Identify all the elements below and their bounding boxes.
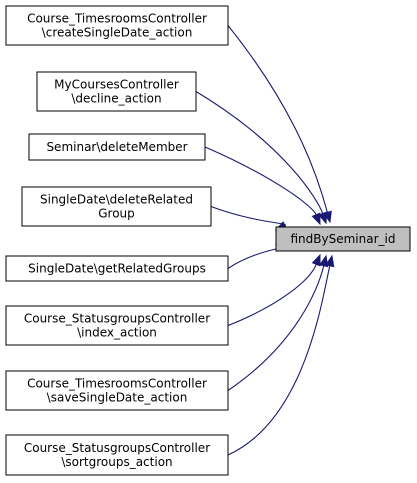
edge-c4-to-target bbox=[210, 205, 288, 231]
arrowhead bbox=[325, 254, 335, 268]
edge-line bbox=[227, 25, 328, 213]
target-node-box bbox=[275, 226, 411, 252]
edge-c3-to-target bbox=[204, 146, 321, 226]
arrowhead bbox=[311, 212, 321, 226]
edge-line bbox=[227, 264, 317, 327]
caller-node-box bbox=[5, 255, 229, 282]
node-label-line: \saveSingleDate_action bbox=[47, 391, 188, 405]
edge-c8-to-target bbox=[227, 254, 335, 456]
caller-node-box bbox=[36, 71, 197, 112]
caller-node-c3[interactable]: Seminar\deleteMember bbox=[28, 133, 206, 161]
node-label-line: Course_TimesroomsController bbox=[27, 377, 207, 391]
node-label-line: Seminar\deleteMember bbox=[46, 140, 187, 154]
node-label-line: Group bbox=[98, 207, 135, 221]
edge-c7-to-target bbox=[227, 254, 329, 391]
edge-line bbox=[204, 146, 317, 216]
caller-node-c8[interactable]: Course_StatusgroupsController\sortgroups… bbox=[5, 434, 229, 476]
caller-node-c7[interactable]: Course_TimesroomsController\saveSingleDa… bbox=[5, 370, 229, 411]
node-label-line: \createSingleDate_action bbox=[42, 26, 193, 40]
caller-node-c2[interactable]: MyCoursesController\decline_action bbox=[36, 71, 197, 112]
node-label-line: \sortgroups_action bbox=[61, 455, 172, 469]
node-label-line: Course_StatusgroupsController bbox=[24, 312, 210, 326]
edge-line bbox=[195, 91, 324, 214]
caller-node-c5[interactable]: SingleDate\getRelatedGroups bbox=[5, 255, 229, 282]
node-label-line: findBySeminar_id bbox=[291, 232, 396, 246]
arrowhead bbox=[311, 253, 321, 267]
edges-layer bbox=[195, 25, 335, 456]
caller-node-box bbox=[5, 305, 229, 346]
edge-line bbox=[227, 265, 325, 391]
edge-line bbox=[210, 205, 286, 227]
caller-node-box bbox=[5, 434, 229, 476]
node-label-line: \index_action bbox=[77, 326, 157, 340]
nodes-layer: Course_TimesroomsController\createSingle… bbox=[5, 5, 411, 476]
node-label-line: SingleDate\getRelatedGroups bbox=[28, 262, 206, 276]
caller-node-c1[interactable]: Course_TimesroomsController\createSingle… bbox=[5, 5, 229, 46]
arrowhead bbox=[318, 254, 329, 268]
node-label-line: \decline_action bbox=[71, 92, 161, 106]
node-label-line: Course_StatusgroupsController bbox=[24, 441, 210, 455]
node-label-line: MyCoursesController bbox=[54, 78, 179, 92]
caller-node-c6[interactable]: Course_StatusgroupsController\index_acti… bbox=[5, 305, 229, 346]
edge-c6-to-target bbox=[227, 253, 321, 327]
node-label-line: SingleDate\deleteRelated bbox=[40, 193, 193, 207]
edge-line bbox=[227, 265, 331, 456]
target-node[interactable]: findBySeminar_id bbox=[275, 226, 411, 252]
edge-c2-to-target bbox=[195, 91, 328, 225]
caller-node-box bbox=[5, 5, 229, 46]
caller-node-box bbox=[5, 370, 229, 411]
arrowhead bbox=[318, 211, 328, 225]
caller-node-box bbox=[28, 133, 206, 161]
caller-node-box bbox=[21, 186, 212, 227]
node-label-line: Course_TimesroomsController bbox=[27, 12, 207, 26]
